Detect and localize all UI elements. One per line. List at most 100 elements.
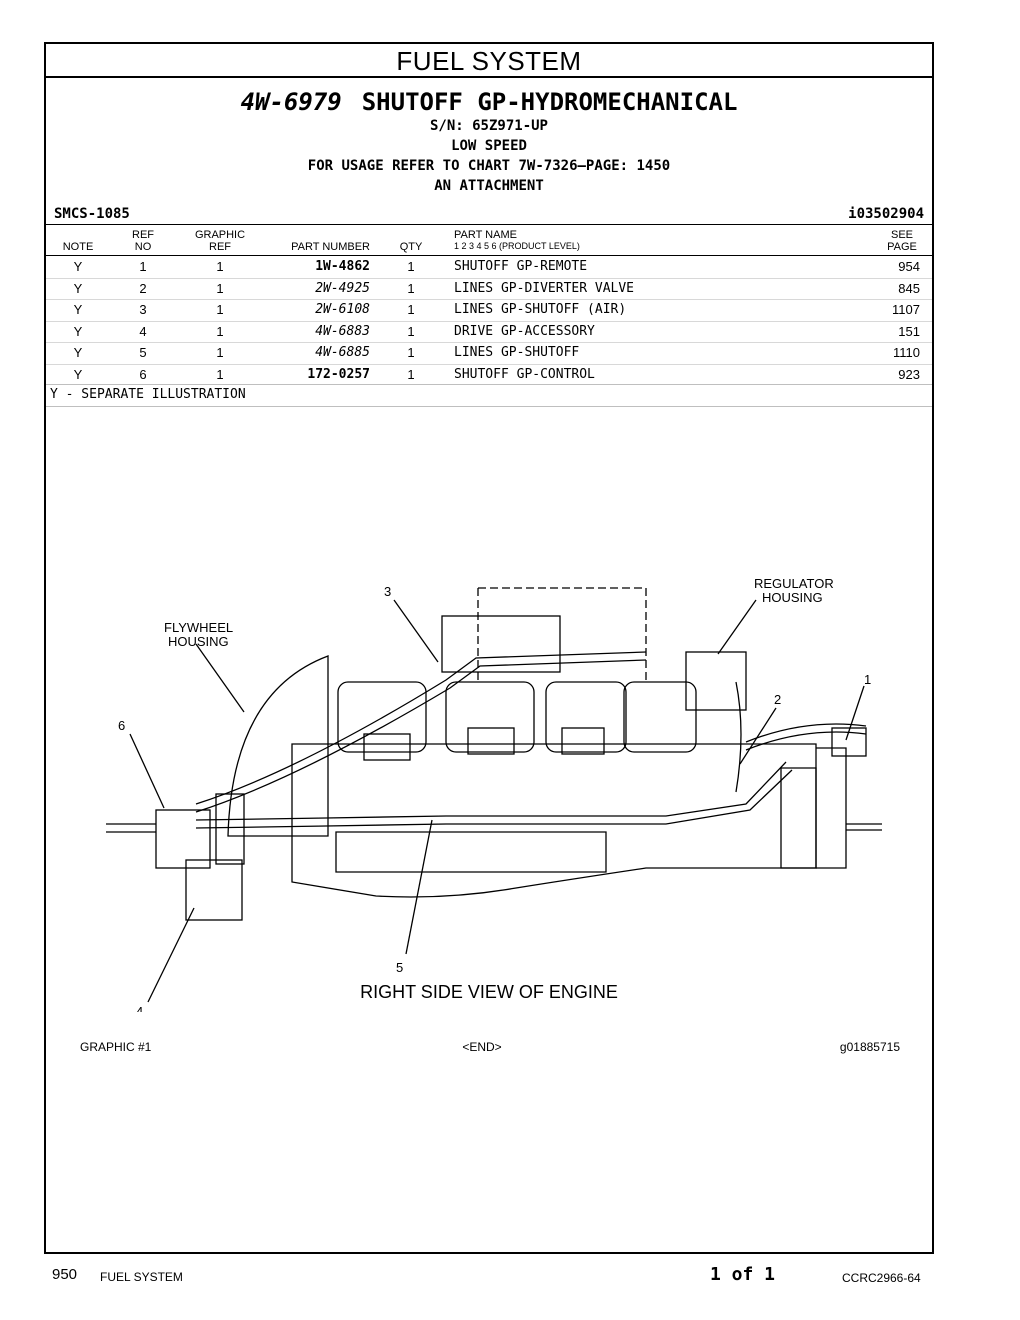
callout-4-leader [147, 907, 195, 1003]
cell-qty: 1 [407, 280, 415, 296]
cell-graphic: 1 [216, 345, 224, 360]
smcs-code: SMCS-1085 [54, 206, 130, 222]
part-code: 4W-6979 [240, 88, 342, 116]
valve-cover-3 [561, 727, 605, 755]
cell-qty: 1 [407, 345, 415, 360]
cell-part-number: 2W-4925 [315, 280, 370, 296]
callout-5: 5 [396, 960, 403, 975]
transmission-shape [780, 767, 817, 869]
cell-ref: 2 [139, 280, 147, 296]
cell-note: Y [73, 259, 83, 274]
cell-ref: 3 [139, 302, 147, 317]
cell-see-page: 1110 [893, 345, 920, 360]
cell-part-name: DRIVE GP-ACCESSORY [454, 323, 595, 339]
cell-part-number: 4W-6883 [315, 323, 370, 339]
accessory-drive-shape [185, 859, 243, 921]
graphic-number: GRAPHIC #1 [80, 1040, 152, 1054]
cell-part-name: SHUTOFF GP-REMOTE [454, 259, 588, 274]
callout-6: 6 [118, 718, 125, 733]
regulator-housing-shape [685, 651, 747, 711]
usage-note: FOR USAGE REFER TO CHART 7W-7326—PAGE: 1… [307, 158, 671, 174]
callout-1: 1 [864, 672, 871, 687]
fuel-line-b [195, 761, 787, 821]
engine-block-shape [291, 743, 817, 898]
document-id: i03502904 [848, 206, 924, 222]
cell-see-page: 923 [898, 366, 920, 382]
footer-page-of: 1 of 1 [710, 1264, 776, 1285]
cell-part-name: LINES GP-SHUTOFF (AIR) [454, 302, 627, 317]
dashed-outline [478, 587, 647, 682]
shutoff-control-shape [155, 809, 211, 869]
cell-graphic: 1 [216, 366, 224, 382]
cell-graphic: 1 [216, 323, 224, 339]
cell-note: Y [73, 366, 83, 382]
flywheel-housing-shape [227, 655, 329, 837]
regulator-label-line2: HOUSING [762, 590, 823, 605]
col-see-top: SEE [890, 229, 913, 241]
callout-3-leader [393, 599, 439, 663]
regulator-bracket [441, 615, 561, 673]
col-part-number: PART NUMBER [291, 241, 370, 253]
flywheel-end-plate [816, 747, 847, 869]
cell-graphic: 1 [216, 259, 224, 274]
header-divider [46, 224, 932, 225]
callout-3: 3 [384, 584, 391, 599]
col-see-bottom: PAGE [887, 241, 917, 253]
part-heading: 4W-6979 SHUTOFF GP-HYDROMECHANICAL [46, 88, 932, 117]
graphic-id: g01885715 [839, 1040, 900, 1054]
valve-cover-2 [467, 727, 515, 755]
oil-pan-shape [335, 831, 607, 873]
cell-graphic: 1 [216, 280, 224, 296]
cylinder-head-3 [545, 681, 627, 753]
injection-pump-shape [215, 793, 245, 865]
cell-ref: 4 [139, 323, 147, 339]
cell-part-number: 2W-6108 [315, 302, 370, 317]
cell-ref: 5 [139, 345, 147, 360]
flywheel-label-line1: FLYWHEEL [164, 620, 233, 635]
end-marker: <END> [462, 1040, 502, 1054]
cell-part-number: 4W-6885 [315, 345, 370, 360]
cylinder-head-4 [623, 681, 697, 753]
cell-graphic: 1 [216, 302, 224, 317]
cell-qty: 1 [407, 259, 415, 274]
remote-shutoff-shape [831, 727, 867, 757]
cell-see-page: 151 [898, 323, 920, 339]
cell-qty: 1 [407, 366, 415, 382]
speed-note: LOW SPEED [451, 138, 527, 154]
cell-see-page: 954 [898, 259, 920, 274]
regulator-label-line1: REGULATOR [754, 576, 834, 591]
regulator-leader [717, 599, 757, 655]
valve-cover-1 [363, 733, 411, 761]
callout-5-leader [405, 819, 433, 955]
cell-part-number: 172-0257 [307, 366, 370, 382]
cell-note: Y [73, 323, 83, 339]
col-graphic-bottom: REF [209, 241, 231, 253]
cell-note: Y [73, 280, 83, 296]
footer-doc-code: CCRC2966-64 [842, 1271, 921, 1285]
cell-part-name: LINES GP-SHUTOFF [454, 345, 580, 360]
serial-number: S/N: 65Z971-UP [429, 118, 548, 134]
col-note: NOTE [62, 241, 94, 253]
cell-see-page: 1107 [892, 302, 920, 317]
col-graphic-top: GRAPHIC [194, 229, 246, 241]
callout-2: 2 [774, 692, 781, 707]
cylinder-head-1 [337, 681, 427, 753]
callout-1-leader [845, 685, 865, 741]
col-ref-bottom: NO [134, 241, 152, 253]
cell-ref: 6 [139, 366, 147, 382]
callout-6-leader [129, 733, 165, 809]
col-ref-top: REF [132, 229, 154, 241]
page-frame: FUEL SYSTEM 4W-6979 SHUTOFF GP-HYDROMECH… [44, 42, 934, 1254]
control-rod [106, 823, 156, 833]
legend-note: Y - SEPARATE ILLUSTRATION [50, 387, 246, 402]
table-bottom-rule [46, 384, 932, 385]
footer-section: FUEL SYSTEM [100, 1270, 183, 1284]
col-part-name: PART NAME [454, 229, 517, 241]
fuel-line-c [735, 681, 742, 793]
callout-2-leader [739, 707, 777, 765]
callout-4: 4 [136, 1004, 143, 1012]
